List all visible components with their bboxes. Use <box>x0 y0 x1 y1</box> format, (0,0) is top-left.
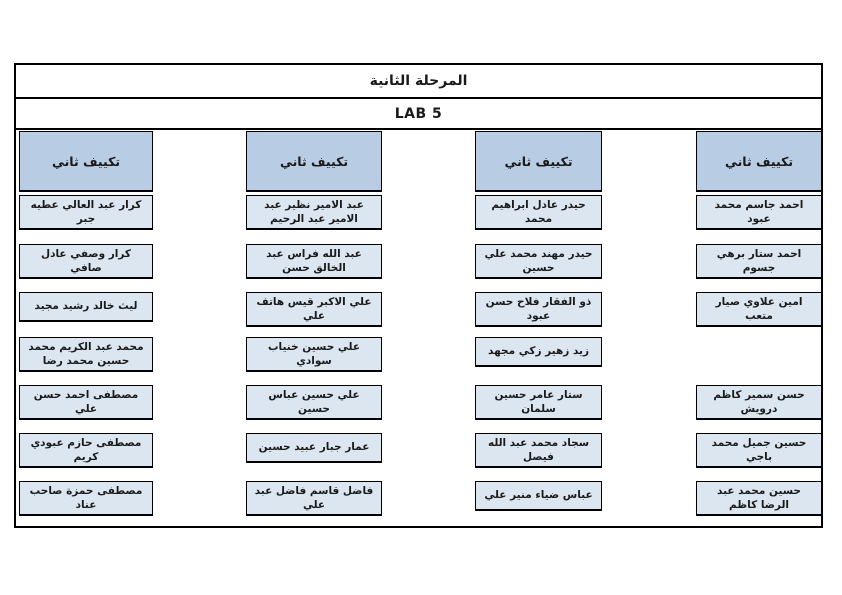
lab-title: LAB 5 <box>16 99 821 130</box>
stage-title: المرحلة الثانية <box>16 65 821 99</box>
schedule-table-frame: المرحلة الثانية LAB 5 <box>14 63 823 528</box>
